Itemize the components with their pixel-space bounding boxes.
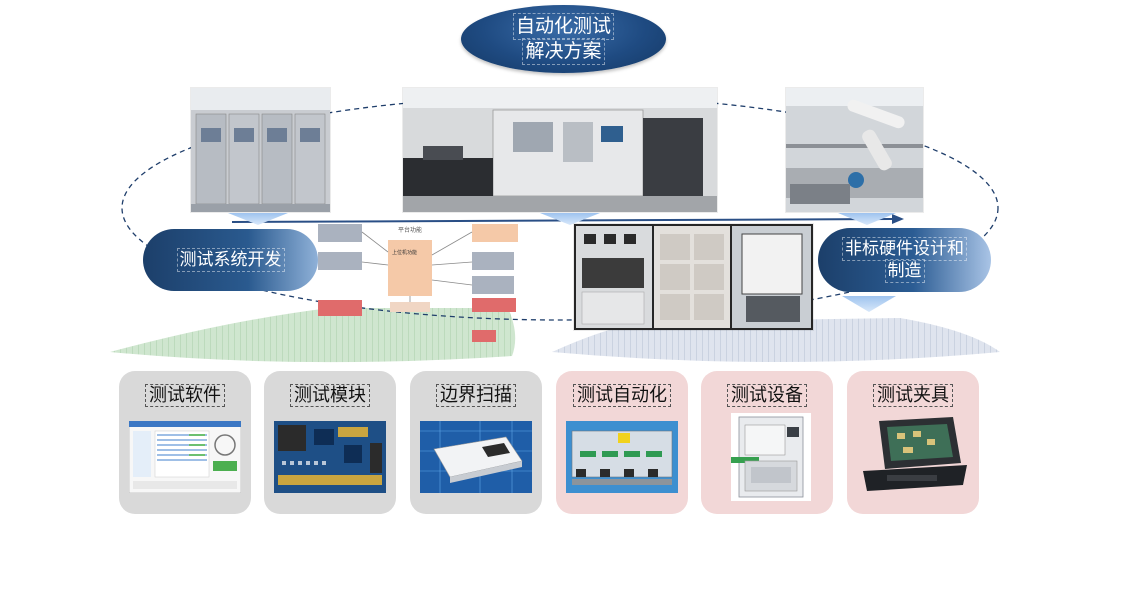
card-test-automation[interactable]: 测试自动化	[556, 371, 688, 514]
automation-line-icon	[566, 421, 678, 493]
photo-test-equipment	[574, 224, 813, 330]
pill-test-system-dev: 测试系统开发	[143, 229, 318, 291]
test-fixture-icon	[857, 415, 969, 495]
photo-robot-arm	[786, 88, 923, 212]
svg-text:平台功能: 平台功能	[398, 226, 422, 234]
card-label: 边界扫描	[436, 384, 516, 407]
card-label: 测试自动化	[573, 384, 671, 407]
pill-right-line-2: 制造	[884, 259, 925, 283]
card-test-fixture[interactable]: 测试夹具	[847, 371, 979, 514]
card-label: 测试模块	[290, 384, 370, 407]
card-test-equipment[interactable]: 测试设备	[701, 371, 833, 514]
circuit-board-icon	[274, 421, 386, 493]
platform-diagram: 平台功能 上位机功能	[318, 224, 518, 342]
card-label: 测试设备	[727, 384, 807, 407]
boundary-scan-device-icon	[420, 421, 532, 493]
card-test-software[interactable]: 测试软件	[119, 371, 251, 514]
connector-line	[231, 218, 893, 223]
svg-text:上位机功能: 上位机功能	[392, 249, 417, 256]
card-label: 测试夹具	[873, 384, 953, 407]
down-arrow-1	[228, 213, 288, 225]
down-arrow-3	[838, 213, 896, 225]
software-screenshot-icon	[129, 421, 241, 493]
green-fan	[110, 308, 516, 363]
test-cabinet-icon	[731, 413, 811, 501]
title-line-2: 解决方案	[522, 38, 605, 65]
pill-right-line-1: 非标硬件设计和	[842, 237, 967, 261]
photo-test-station-row	[191, 88, 330, 212]
title-line-1: 自动化测试	[512, 13, 615, 40]
card-boundary-scan[interactable]: 边界扫描	[410, 371, 542, 514]
pill-left-label: 测试系统开发	[176, 248, 285, 272]
card-label: 测试软件	[145, 384, 225, 407]
pill-nonstandard-hardware: 非标硬件设计和 制造	[818, 228, 991, 292]
down-arrow-4	[842, 296, 896, 312]
photo-production-line	[403, 88, 717, 212]
card-test-module[interactable]: 测试模块	[264, 371, 396, 514]
title-ellipse: 自动化测试 解决方案	[461, 5, 666, 73]
